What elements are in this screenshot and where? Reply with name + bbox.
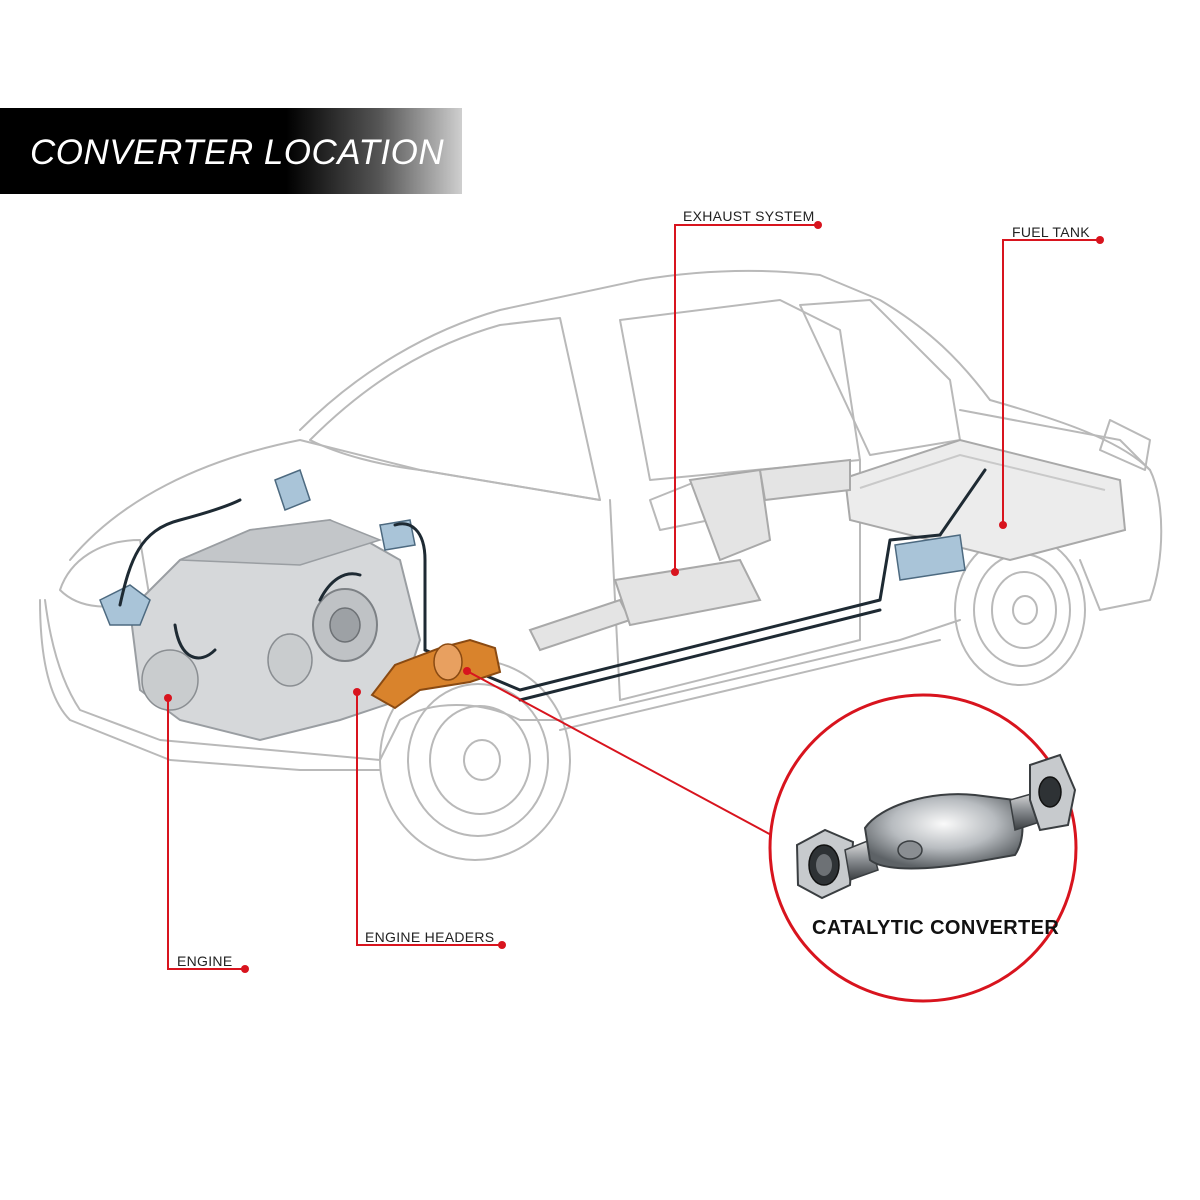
label-exhaust-system: EXHAUST SYSTEM bbox=[683, 208, 815, 224]
converter-callout bbox=[768, 693, 1078, 1003]
hood bbox=[69, 439, 601, 561]
label-fuel-tank: FUEL TANK bbox=[1012, 224, 1090, 240]
right-flange bbox=[1029, 753, 1077, 832]
trunk bbox=[959, 409, 1151, 471]
rear-door-window bbox=[799, 299, 961, 456]
headers-leader bbox=[356, 692, 502, 946]
door-sill bbox=[619, 639, 861, 701]
converter-leader bbox=[466, 670, 776, 838]
label-engine: ENGINE bbox=[177, 953, 233, 969]
page-title: CONVERTER LOCATION bbox=[30, 133, 445, 172]
label-engine-headers: ENGINE HEADERS bbox=[365, 929, 495, 945]
front-door-window bbox=[619, 299, 861, 481]
fuel-tank-shape bbox=[843, 438, 1127, 562]
exhaust-system-shape bbox=[528, 458, 851, 652]
engine-shape bbox=[99, 469, 966, 742]
fuel-tank-leader bbox=[1002, 239, 1100, 525]
front-bumper bbox=[39, 599, 381, 771]
car-roof bbox=[299, 269, 991, 431]
fuel-lines bbox=[118, 468, 987, 702]
rocker-panel bbox=[559, 639, 941, 731]
label-catalytic-converter: CATALYTIC CONVERTER bbox=[812, 917, 1060, 939]
title-banner bbox=[0, 108, 462, 194]
headlight bbox=[59, 539, 151, 608]
engine-leader bbox=[167, 698, 245, 970]
leader-dots bbox=[164, 221, 1104, 973]
windshield bbox=[309, 317, 601, 501]
leader-lines bbox=[167, 224, 1100, 970]
converter-on-car bbox=[370, 638, 502, 710]
exhaust-leader bbox=[674, 224, 818, 572]
rear-light bbox=[1099, 419, 1151, 471]
left-flange bbox=[795, 828, 855, 900]
